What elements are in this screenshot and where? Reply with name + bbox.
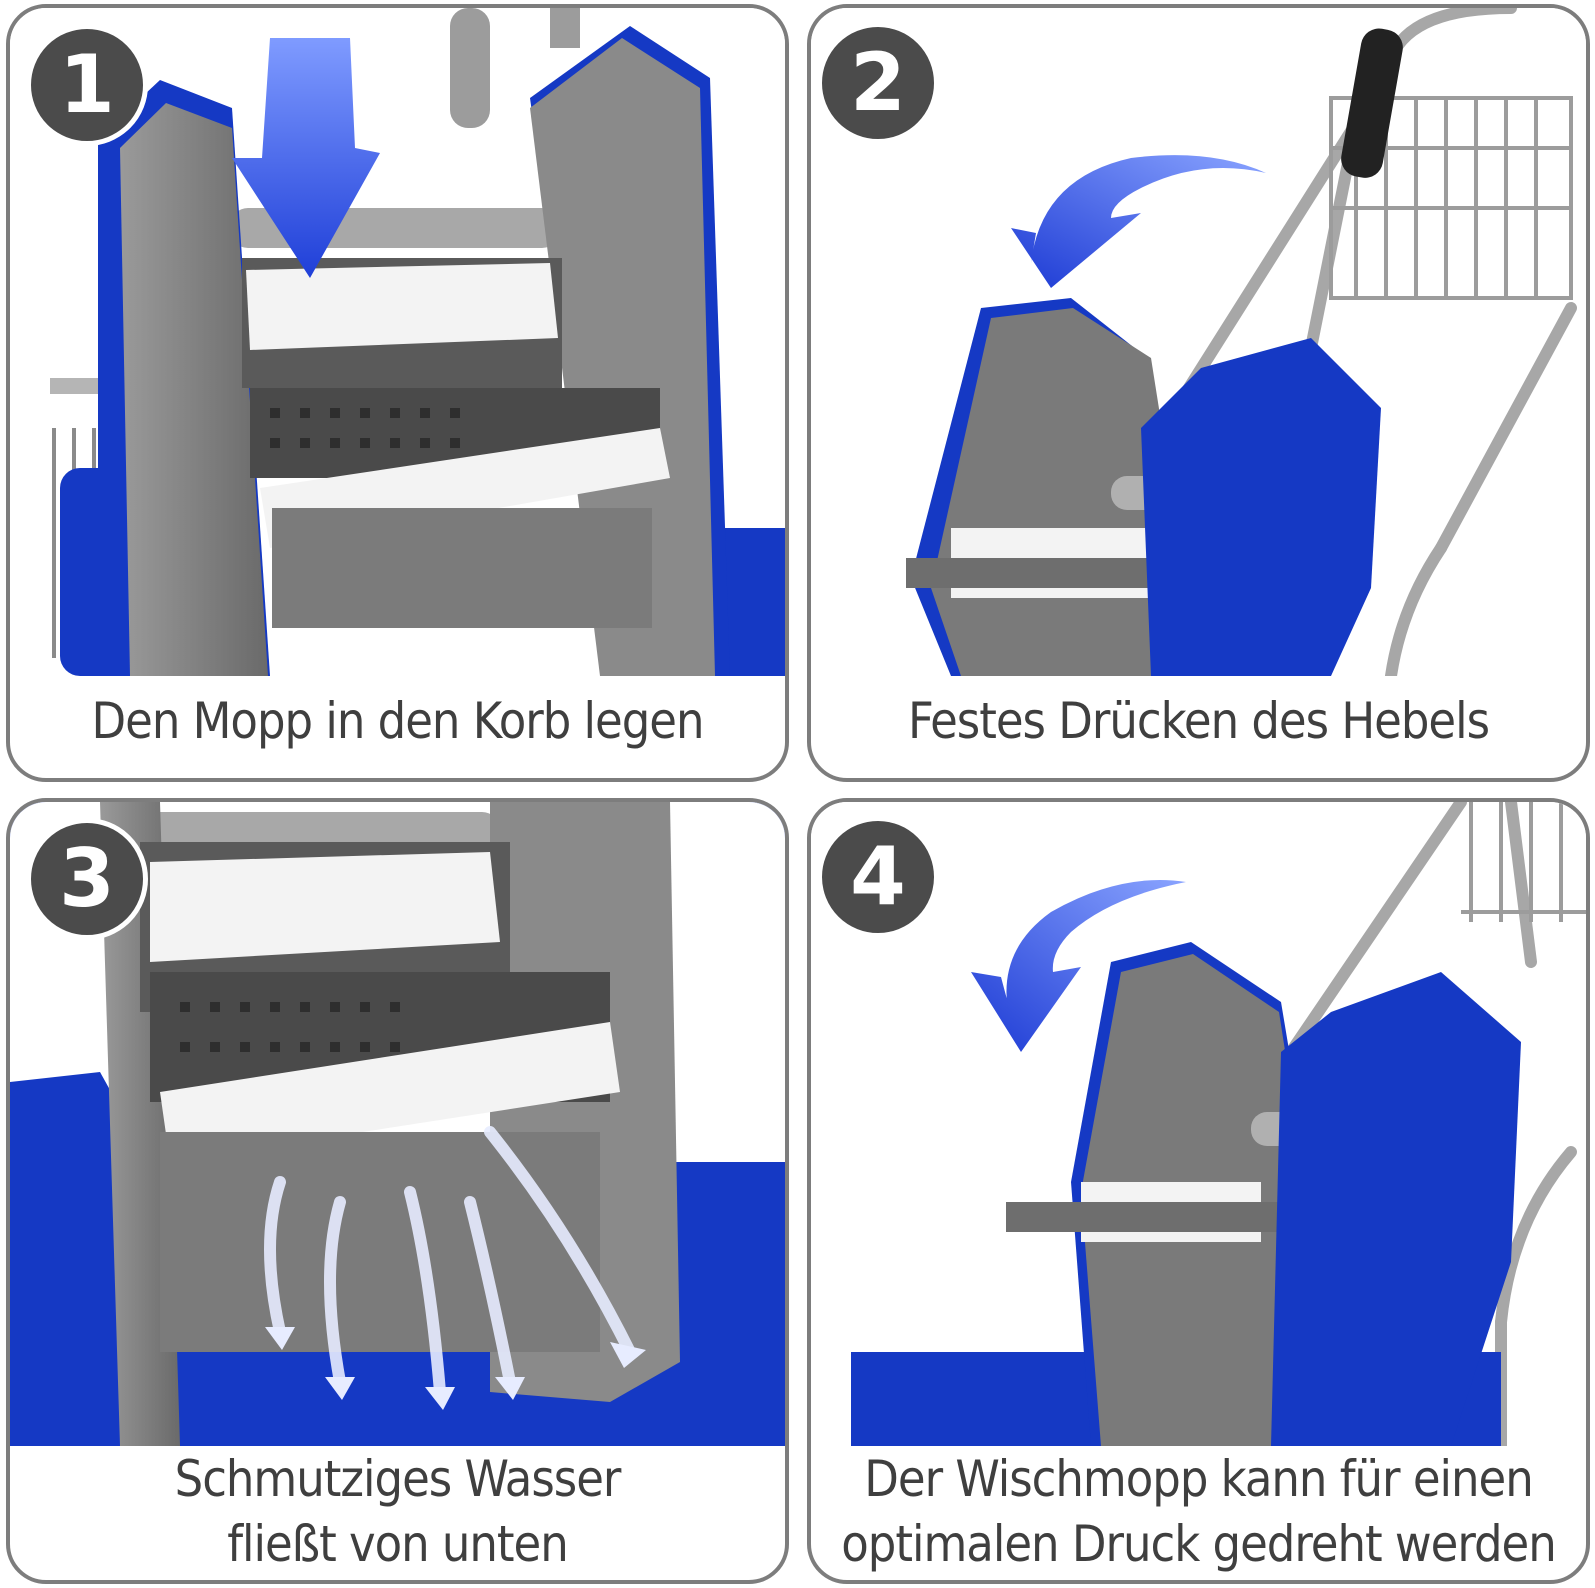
step-panel-4: 4 Der Wischmopp kann für einen optimalen… [807, 798, 1590, 1584]
step-caption: Den Mopp in den Korb legen [91, 692, 704, 750]
step-caption: Der Wischmopp kann für einen optimalen D… [811, 1447, 1586, 1577]
step-panel-1: 1 Den Mopp in den Korb legen [6, 4, 789, 782]
step-number-badge: 1 [26, 24, 148, 146]
step-panel-2: 2 Festes Drücken des Hebels [807, 4, 1590, 782]
step-caption-line-2: optimalen Druck gedreht werden [841, 1515, 1556, 1573]
step-number-badge: 2 [817, 22, 939, 144]
wringer-photo-3 [10, 802, 785, 1446]
wringer-photo-4 [811, 802, 1586, 1446]
step-number-badge: 4 [817, 816, 939, 938]
step-caption: Festes Drücken des Hebels [907, 692, 1490, 750]
step-number-badge: 3 [26, 818, 148, 940]
step-caption-line-1: Der Wischmopp kann für einen [864, 1450, 1533, 1508]
step-caption-line-2: fließt von unten [227, 1515, 569, 1573]
step-panel-3: 3 Schmutziges Wasser fließt von unten [6, 798, 789, 1584]
wringer-photo-2 [811, 8, 1586, 676]
step-caption: Schmutziges Wasser fließt von unten [10, 1447, 785, 1577]
step-caption-line-1: Schmutziges Wasser [174, 1450, 622, 1508]
wringer-photo-1 [10, 8, 785, 676]
